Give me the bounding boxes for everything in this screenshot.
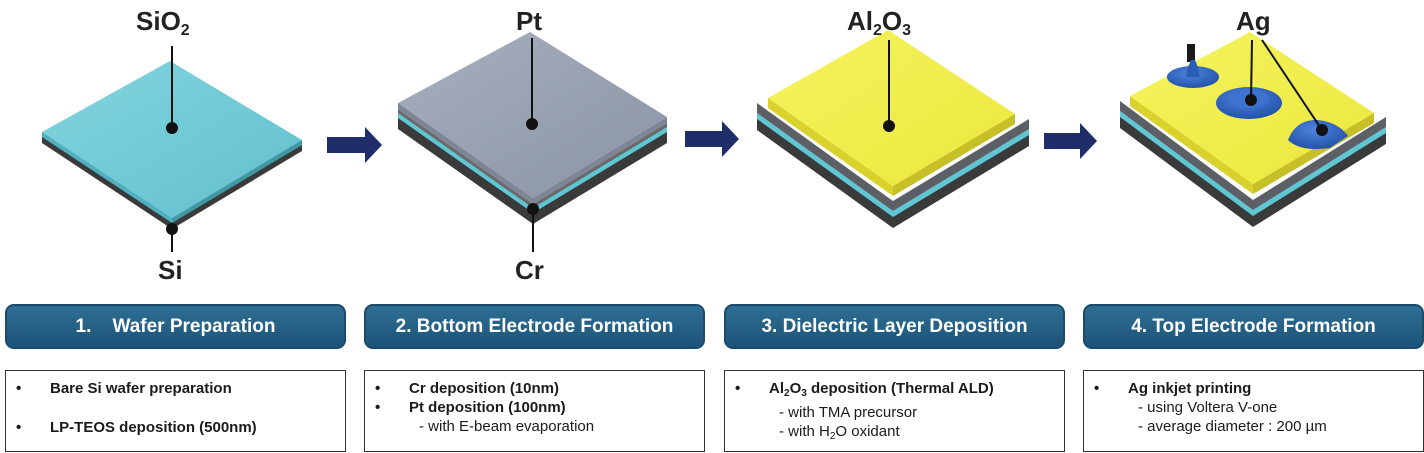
al2o3-side-left xyxy=(1130,96,1253,194)
sio2-marker xyxy=(166,122,178,134)
al2o3-marker xyxy=(883,120,895,132)
inkjet-nozzle xyxy=(1187,44,1195,62)
pt-side xyxy=(757,103,1029,211)
si-substrate xyxy=(1120,116,1386,227)
sub-item: - with TMA precursor xyxy=(779,404,918,421)
bullet-item: Cr deposition (10nm) xyxy=(375,379,694,398)
step-4-description: Ag inkjet printing - using Voltera V-one… xyxy=(1083,370,1424,452)
ag-marker-2 xyxy=(1316,124,1328,136)
label-sio2: SiO2 xyxy=(136,6,190,39)
wafer-stage-3 xyxy=(757,30,1029,228)
label-pt: Pt xyxy=(516,6,542,36)
sio2-side-left xyxy=(42,132,172,223)
step-3-description: Al2O3 deposition (Thermal ALD) - with TM… xyxy=(724,370,1065,452)
step-2-header: 2. Bottom Electrode Formation xyxy=(364,304,705,349)
step-2-description: Cr deposition (10nm) Pt deposition (100n… xyxy=(364,370,705,452)
label-cr: Cr xyxy=(515,255,544,285)
wafer-stage-4 xyxy=(1120,32,1386,227)
ag-marker-1 xyxy=(1245,94,1257,106)
cr-side xyxy=(398,109,667,208)
al2o3-side-right xyxy=(893,114,1015,196)
sio2-side xyxy=(757,113,1029,217)
step-4-header: 4. Top Electrode Formation xyxy=(1083,304,1424,349)
sio2-layer xyxy=(42,61,302,218)
step-1-description: Bare Si wafer preparation LP-TEOS deposi… xyxy=(5,370,346,452)
bullet-item: LP-TEOS deposition (500nm) xyxy=(16,418,335,437)
ag-drop-small-neck xyxy=(1186,60,1200,77)
ag-leader-line-1 xyxy=(1250,39,1253,101)
pt-side xyxy=(398,103,667,204)
arrow-right-icon xyxy=(327,127,382,163)
label-si: Si xyxy=(158,255,183,285)
sub-item: - with H2O oxidant xyxy=(779,423,900,442)
step-1-header: 1. Wafer Preparation xyxy=(5,304,346,349)
bullet-item: Bare Si wafer preparation xyxy=(16,379,335,398)
si-substrate xyxy=(757,118,1029,228)
label-ag: Ag xyxy=(1236,6,1271,36)
sio2-side xyxy=(398,112,667,213)
step-3-header: 3. Dielectric Layer Deposition xyxy=(724,304,1065,349)
si-substrate xyxy=(398,117,667,224)
arrow-right-icon xyxy=(685,121,739,157)
pt-side xyxy=(1120,101,1386,210)
label-al2o3: Al2O3 xyxy=(847,6,912,39)
process-diagram xyxy=(42,30,1386,252)
ag-drop-edge xyxy=(1288,119,1348,149)
bullet-item: Al2O3 deposition (Thermal ALD) xyxy=(735,379,1054,403)
al2o3-side-left xyxy=(768,98,893,196)
arrow-right-icon xyxy=(1044,123,1097,159)
pt-marker xyxy=(526,118,538,130)
ag-leader-line-2 xyxy=(1261,39,1323,131)
bullet-item: Ag inkjet printing xyxy=(1094,379,1413,398)
sub-item: - using Voltera V-one xyxy=(1138,399,1278,416)
si-substrate xyxy=(42,132,302,229)
wafer-stage-1 xyxy=(42,46,302,252)
sio2-side xyxy=(1120,111,1386,216)
bullet-item: Pt deposition (100nm) xyxy=(375,398,694,417)
sub-item: - with E-beam evaporation xyxy=(419,418,595,435)
sub-item: - average diameter : 200 µm xyxy=(1138,418,1327,435)
al2o3-layer xyxy=(768,30,1015,186)
sio2-side-right xyxy=(172,140,302,223)
wafer-stage-2 xyxy=(398,32,667,252)
